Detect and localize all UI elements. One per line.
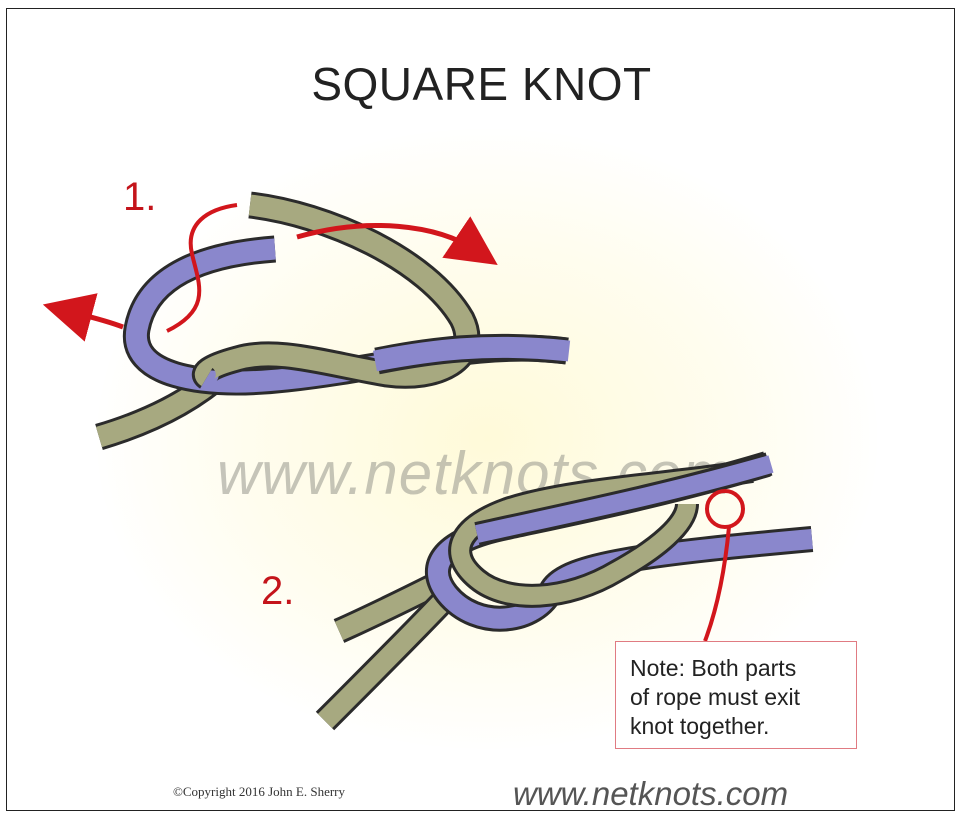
note-line-2: of rope must exit (630, 683, 856, 712)
step1-label: 1. (123, 175, 156, 220)
step2-label: 2. (261, 569, 294, 614)
copyright-text: ©Copyright 2016 John E. Sherry (173, 784, 345, 800)
footer-url: www.netknots.com (513, 775, 788, 811)
note-line-3: knot together. (630, 712, 856, 741)
note-line-1: Note: Both parts (630, 654, 856, 683)
note-box: Note: Both parts of rope must exit knot … (615, 641, 857, 749)
step1-left-arrow (67, 311, 123, 327)
step2-indicator-circle (707, 491, 743, 527)
step2-green-strands (325, 584, 447, 721)
step1-purple-overlay (375, 347, 569, 361)
diagram-frame: SQUARE KNOT www.netknots.com (6, 8, 955, 811)
step1-knot (67, 205, 569, 437)
